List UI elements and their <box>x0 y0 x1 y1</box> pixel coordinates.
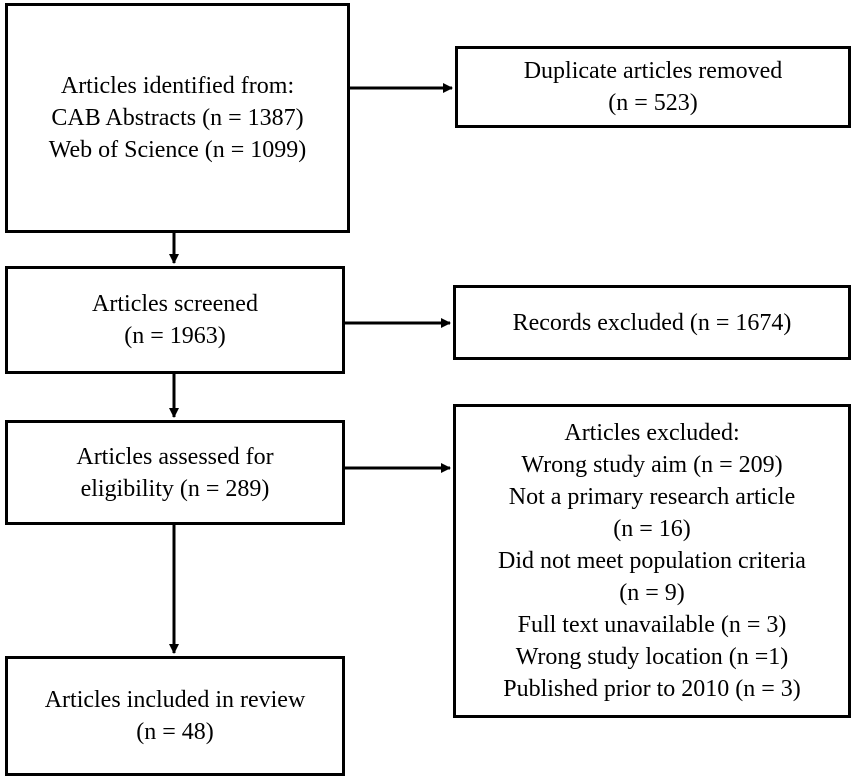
articles-excluded-line: Wrong study aim (n = 209) <box>521 452 783 478</box>
articles-excluded-line: Published prior to 2010 (n = 3) <box>503 676 801 702</box>
included-line: Articles included in review <box>44 687 306 713</box>
assessed-line: eligibility (n = 289) <box>80 475 270 502</box>
screened-line: Articles screened <box>92 291 258 317</box>
included-line: (n = 48) <box>136 719 214 745</box>
articles-excluded-line: Not a primary research article <box>508 484 796 510</box>
identified-line: CAB Abstracts (n = 1387) <box>51 105 304 131</box>
records-excluded-line: Records excluded (n = 1674) <box>512 309 792 336</box>
included-box: Articles included in review (n = 48) <box>5 656 345 776</box>
duplicates-line: Duplicate articles removed <box>523 58 783 84</box>
duplicates-box: Duplicate articles removed (n = 523) <box>455 46 851 128</box>
identified-box: Articles identified from: CAB Abstracts … <box>5 3 350 233</box>
articles-excluded-line: Did not meet population criteria <box>498 548 806 574</box>
articles-excluded-line: Full text unavailable (n = 3) <box>517 612 787 638</box>
identified-line: Web of Science (n = 1099) <box>48 137 307 163</box>
duplicates-line: (n = 523) <box>608 90 698 116</box>
records-excluded-box: Records excluded (n = 1674) <box>453 285 851 360</box>
assessed-box: Articles assessed for eligibility (n = 2… <box>5 420 345 525</box>
assessed-line: Articles assessed for <box>76 443 274 470</box>
screened-box: Articles screened (n = 1963) <box>5 266 345 374</box>
articles-excluded-line: Articles excluded: <box>564 420 740 446</box>
identified-line: Articles identified from: <box>60 73 295 99</box>
articles-excluded-line: (n = 16) <box>613 516 691 542</box>
articles-excluded-line: (n = 9) <box>619 580 685 606</box>
screened-line: (n = 1963) <box>124 323 226 349</box>
articles-excluded-line: Wrong study location (n =1) <box>515 644 789 670</box>
articles-excluded-box: Articles excluded: Wrong study aim (n = … <box>453 404 851 718</box>
